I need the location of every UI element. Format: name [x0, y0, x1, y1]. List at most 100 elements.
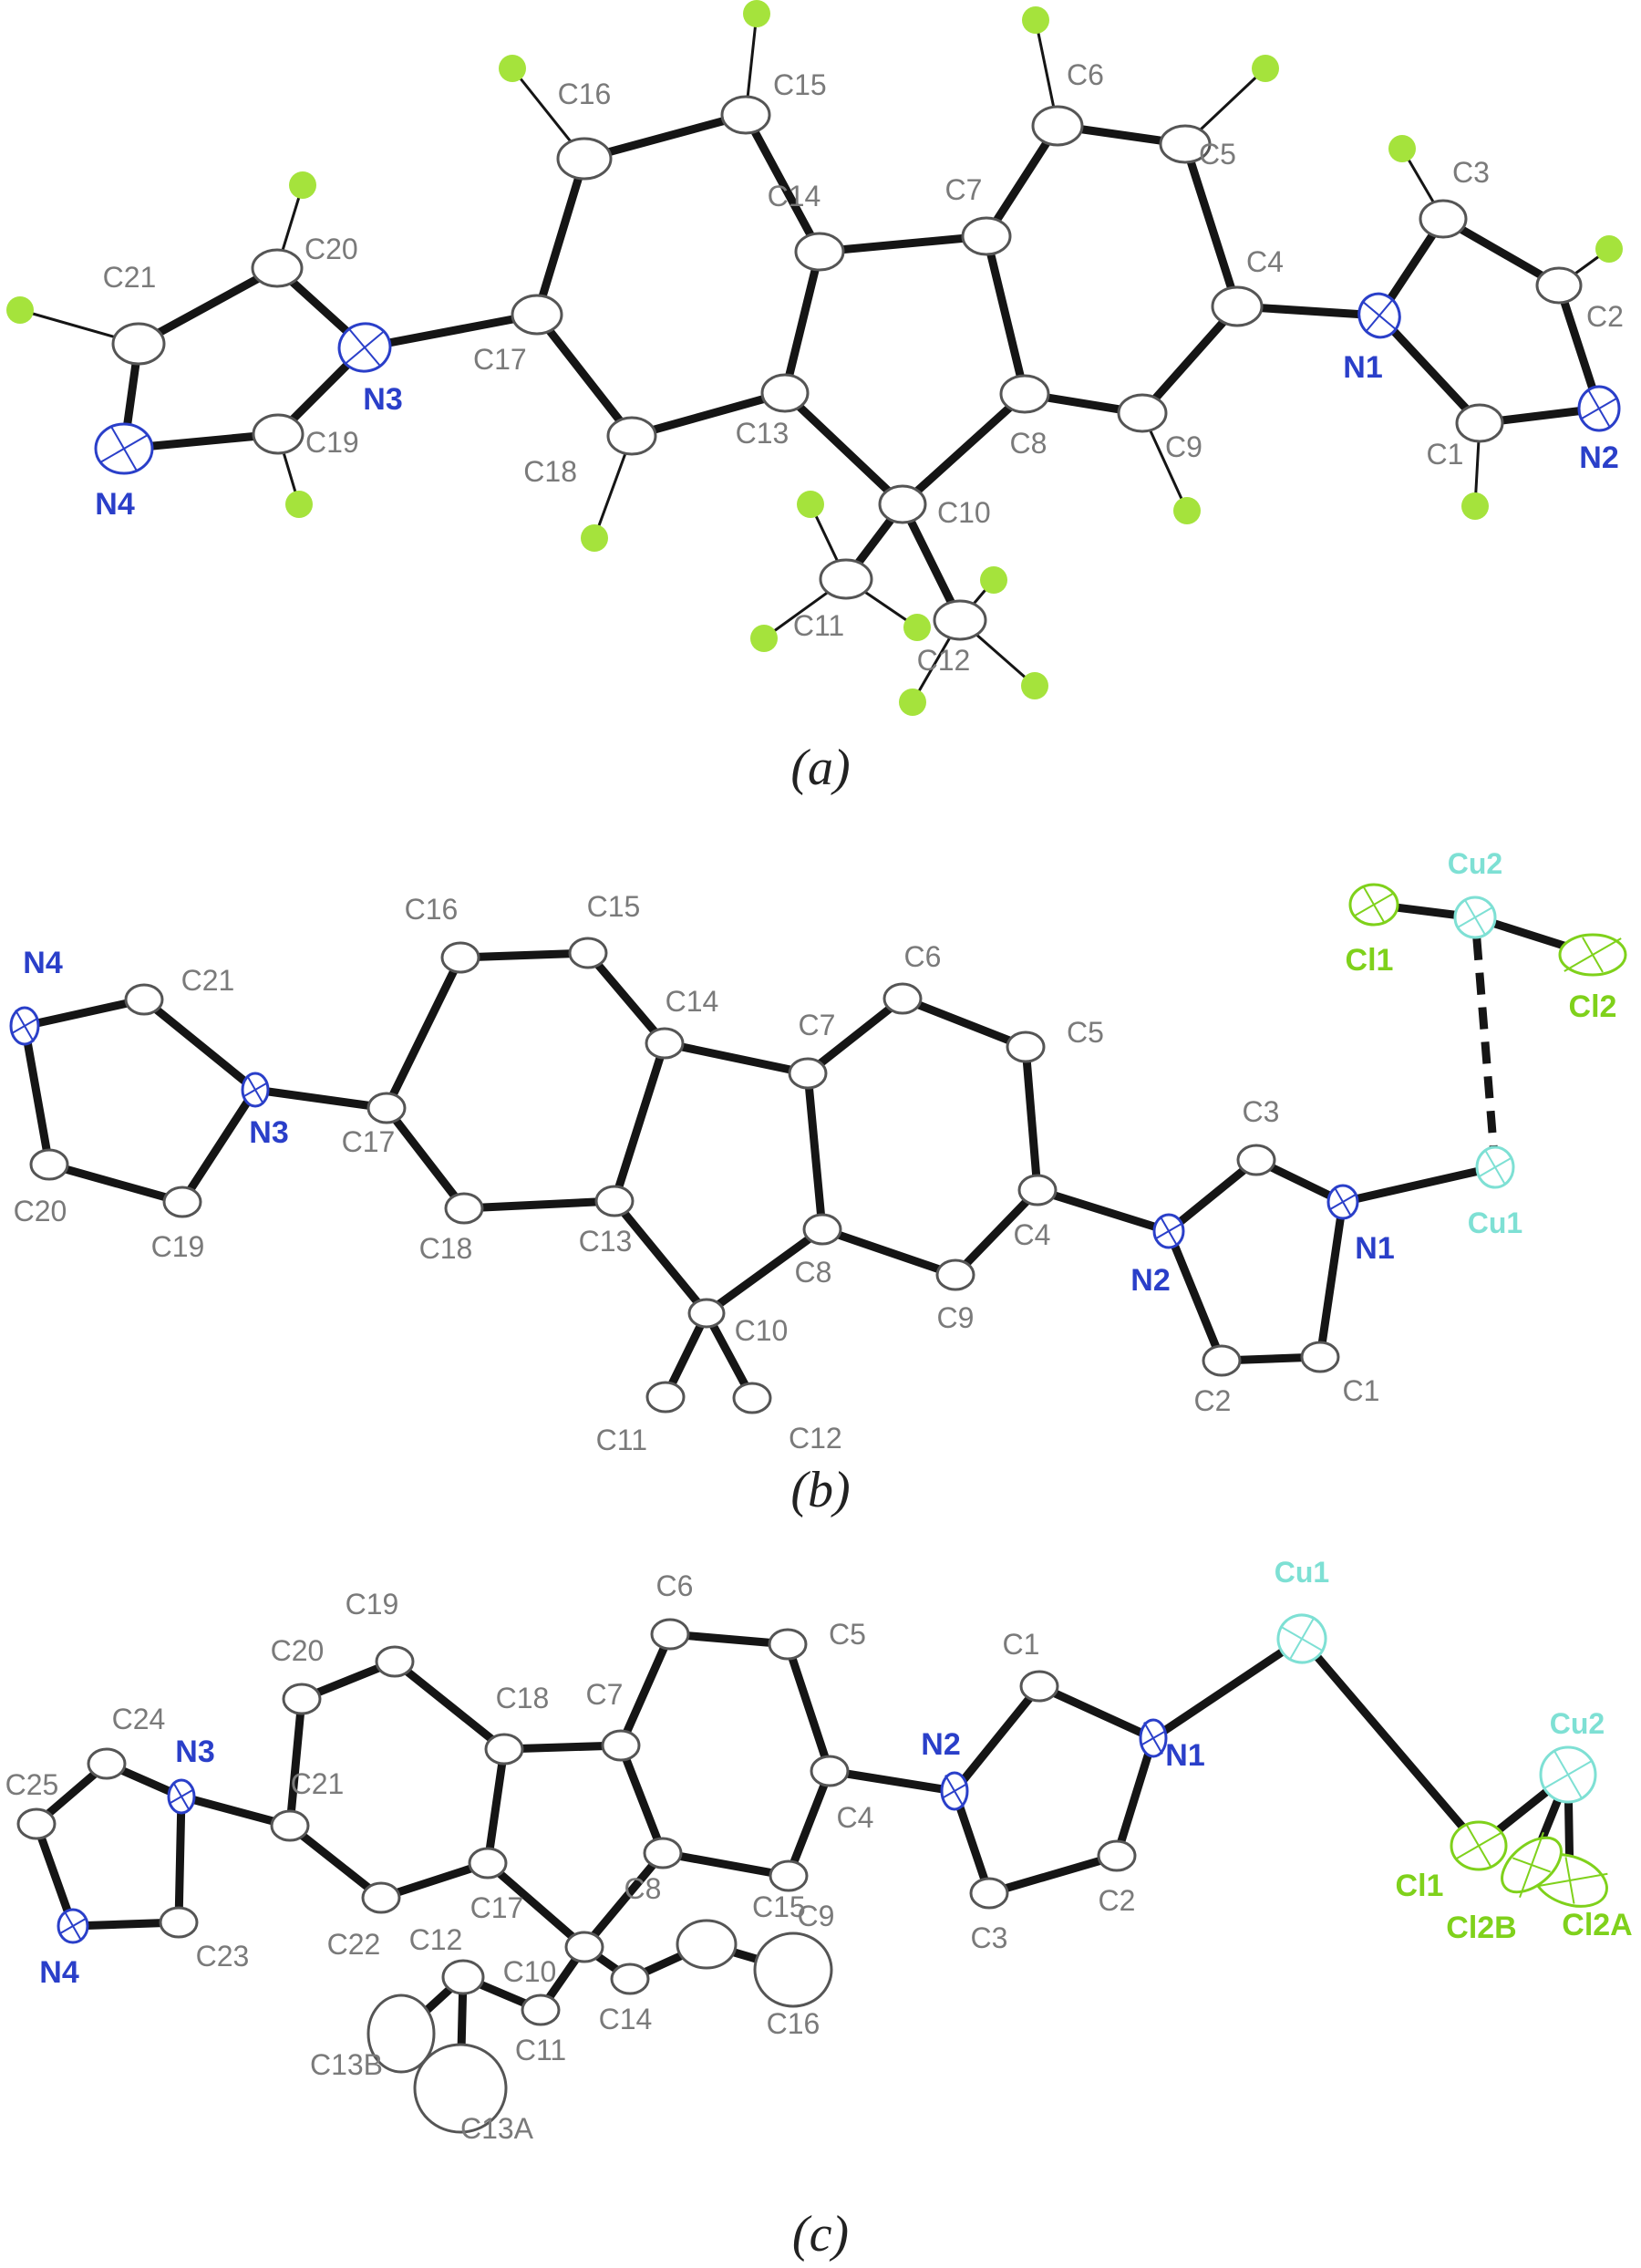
- atom-h15: [743, 0, 770, 27]
- atom-c8: [802, 1213, 842, 1246]
- atom-label-c14: C14: [666, 985, 719, 1018]
- atom-c5: [1159, 124, 1212, 164]
- atom-c14: [794, 232, 845, 272]
- atom-label-n1: N1: [1165, 1738, 1204, 1773]
- atom-h6: [1022, 6, 1049, 34]
- bond-N1-Cu1: [1338, 1163, 1500, 1206]
- atom-c10: [687, 1298, 726, 1329]
- atom-h18: [581, 524, 608, 552]
- atom-c23: [159, 1906, 199, 1939]
- bond-C1-N1: [1375, 311, 1484, 428]
- atom-label-c9: C9: [937, 1301, 975, 1334]
- atom-c1: [1019, 1670, 1059, 1703]
- atom-label-c15: C15: [752, 1890, 806, 1923]
- atom-n3-axis: [172, 1781, 191, 1812]
- atom-label-c1: C1: [1427, 438, 1464, 471]
- atom-label-cu1: Cu1: [1275, 1556, 1329, 1589]
- bond-C8-C9: [818, 1225, 960, 1279]
- atom-label-c13: C13: [579, 1225, 633, 1258]
- atom-label-c13a: C13A: [460, 2112, 534, 2145]
- bond-layer: [20, 900, 1597, 1403]
- atom-n2-axis: [1587, 388, 1611, 429]
- atom-label-n4: N4: [95, 487, 135, 522]
- atom-n4-axis: [110, 427, 138, 471]
- atom-h2: [1595, 235, 1623, 263]
- atom-label-c15: C15: [773, 68, 827, 101]
- bond-N4-C20: [20, 1021, 54, 1169]
- atom-h11a: [797, 491, 824, 518]
- atom-c9: [935, 1258, 975, 1291]
- atom-label-c3: C3: [1243, 1095, 1280, 1128]
- atom-cl2a-axis: [1564, 1857, 1575, 1904]
- atom-c16: [753, 1931, 833, 2008]
- atom-label-c18: C18: [419, 1232, 473, 1265]
- atom-c19: [162, 1186, 202, 1218]
- bond-C2-N1: [1112, 1734, 1158, 1860]
- atom-c4: [810, 1755, 850, 1787]
- bond-C19-N3: [178, 1085, 260, 1206]
- atom-c5: [768, 1628, 808, 1661]
- atom-c9: [769, 1859, 809, 1892]
- atom-c8: [643, 1837, 683, 1869]
- atom-c21: [111, 322, 166, 366]
- atom-c14: [645, 1027, 685, 1060]
- atom-label-c5: C5: [829, 1618, 866, 1651]
- atom-c22: [361, 1881, 401, 1914]
- dashed-bond-Cu1-Cu2: [1471, 917, 1500, 1168]
- atom-label-cu2: Cu2: [1550, 1707, 1605, 1740]
- atom-c13: [594, 1185, 635, 1217]
- atom-label-c11: C11: [596, 1424, 647, 1456]
- bond-C7-C8: [616, 1741, 667, 1858]
- panel-c-caption: (c): [792, 2206, 849, 2263]
- atom-h19: [285, 491, 313, 518]
- bond-C15-C16: [456, 948, 593, 962]
- bond-C10-C13: [610, 1196, 711, 1318]
- atom-c25: [16, 1807, 57, 1840]
- atom-c10: [564, 1931, 604, 1963]
- atom-label-c18: C18: [523, 455, 577, 488]
- atom-label-cu2: Cu2: [1448, 847, 1502, 880]
- atom-label-n2: N2: [1579, 440, 1618, 475]
- atom-c5: [1006, 1030, 1046, 1063]
- atom-c10: [878, 484, 927, 524]
- atom-label-c13b: C13B: [310, 2048, 383, 2081]
- atom-c15: [676, 1919, 738, 1970]
- atom-label-c6: C6: [904, 940, 942, 973]
- atom-c15: [568, 937, 608, 969]
- bond-N2-C4: [825, 1766, 959, 1796]
- atom-c9: [1117, 393, 1168, 433]
- bond-C16-C17: [532, 154, 589, 319]
- atom-cu2-axis: [1464, 899, 1486, 936]
- atom-n1-axis: [1361, 300, 1398, 331]
- atom-c17: [468, 1847, 508, 1880]
- atom-label-cu1: Cu1: [1468, 1206, 1522, 1239]
- atom-label-c19: C19: [151, 1230, 205, 1263]
- atom-c4: [1211, 285, 1264, 327]
- atom-c3: [1419, 199, 1468, 239]
- atom-cu2-axis: [1553, 1750, 1583, 1799]
- bond-N3-C21: [139, 995, 260, 1094]
- bond-C21-C22: [285, 1821, 386, 1902]
- atom-label-c4: C4: [837, 1801, 874, 1834]
- atom-label-n4: N4: [23, 946, 63, 980]
- atom-h11b: [750, 625, 778, 652]
- bond-C17-N3: [251, 1085, 391, 1113]
- atom-label-c11: C11: [793, 609, 844, 642]
- atom-label-n4: N4: [39, 1955, 79, 1990]
- atom-label-c3: C3: [971, 1921, 1008, 1954]
- bond-N2-C4: [1033, 1186, 1173, 1236]
- bond-N3-C23: [174, 1792, 186, 1927]
- atom-label-c13: C13: [736, 417, 790, 450]
- bond-C3-C2: [985, 1851, 1121, 1898]
- bond-C13-C14: [610, 1039, 669, 1206]
- label-layer: C1C2C3C4C5C6C7C8C9C10C11C12C13AC13BC14C1…: [5, 1556, 1633, 2145]
- atom-c2: [1202, 1344, 1242, 1377]
- atom-label-c8: C8: [624, 1872, 662, 1905]
- atom-n4-axis: [15, 1010, 35, 1042]
- atom-h5: [1252, 55, 1279, 82]
- atom-c13a: [413, 2043, 508, 2134]
- atom-c18: [484, 1733, 524, 1766]
- panel-b-caption: (b): [790, 1462, 850, 1518]
